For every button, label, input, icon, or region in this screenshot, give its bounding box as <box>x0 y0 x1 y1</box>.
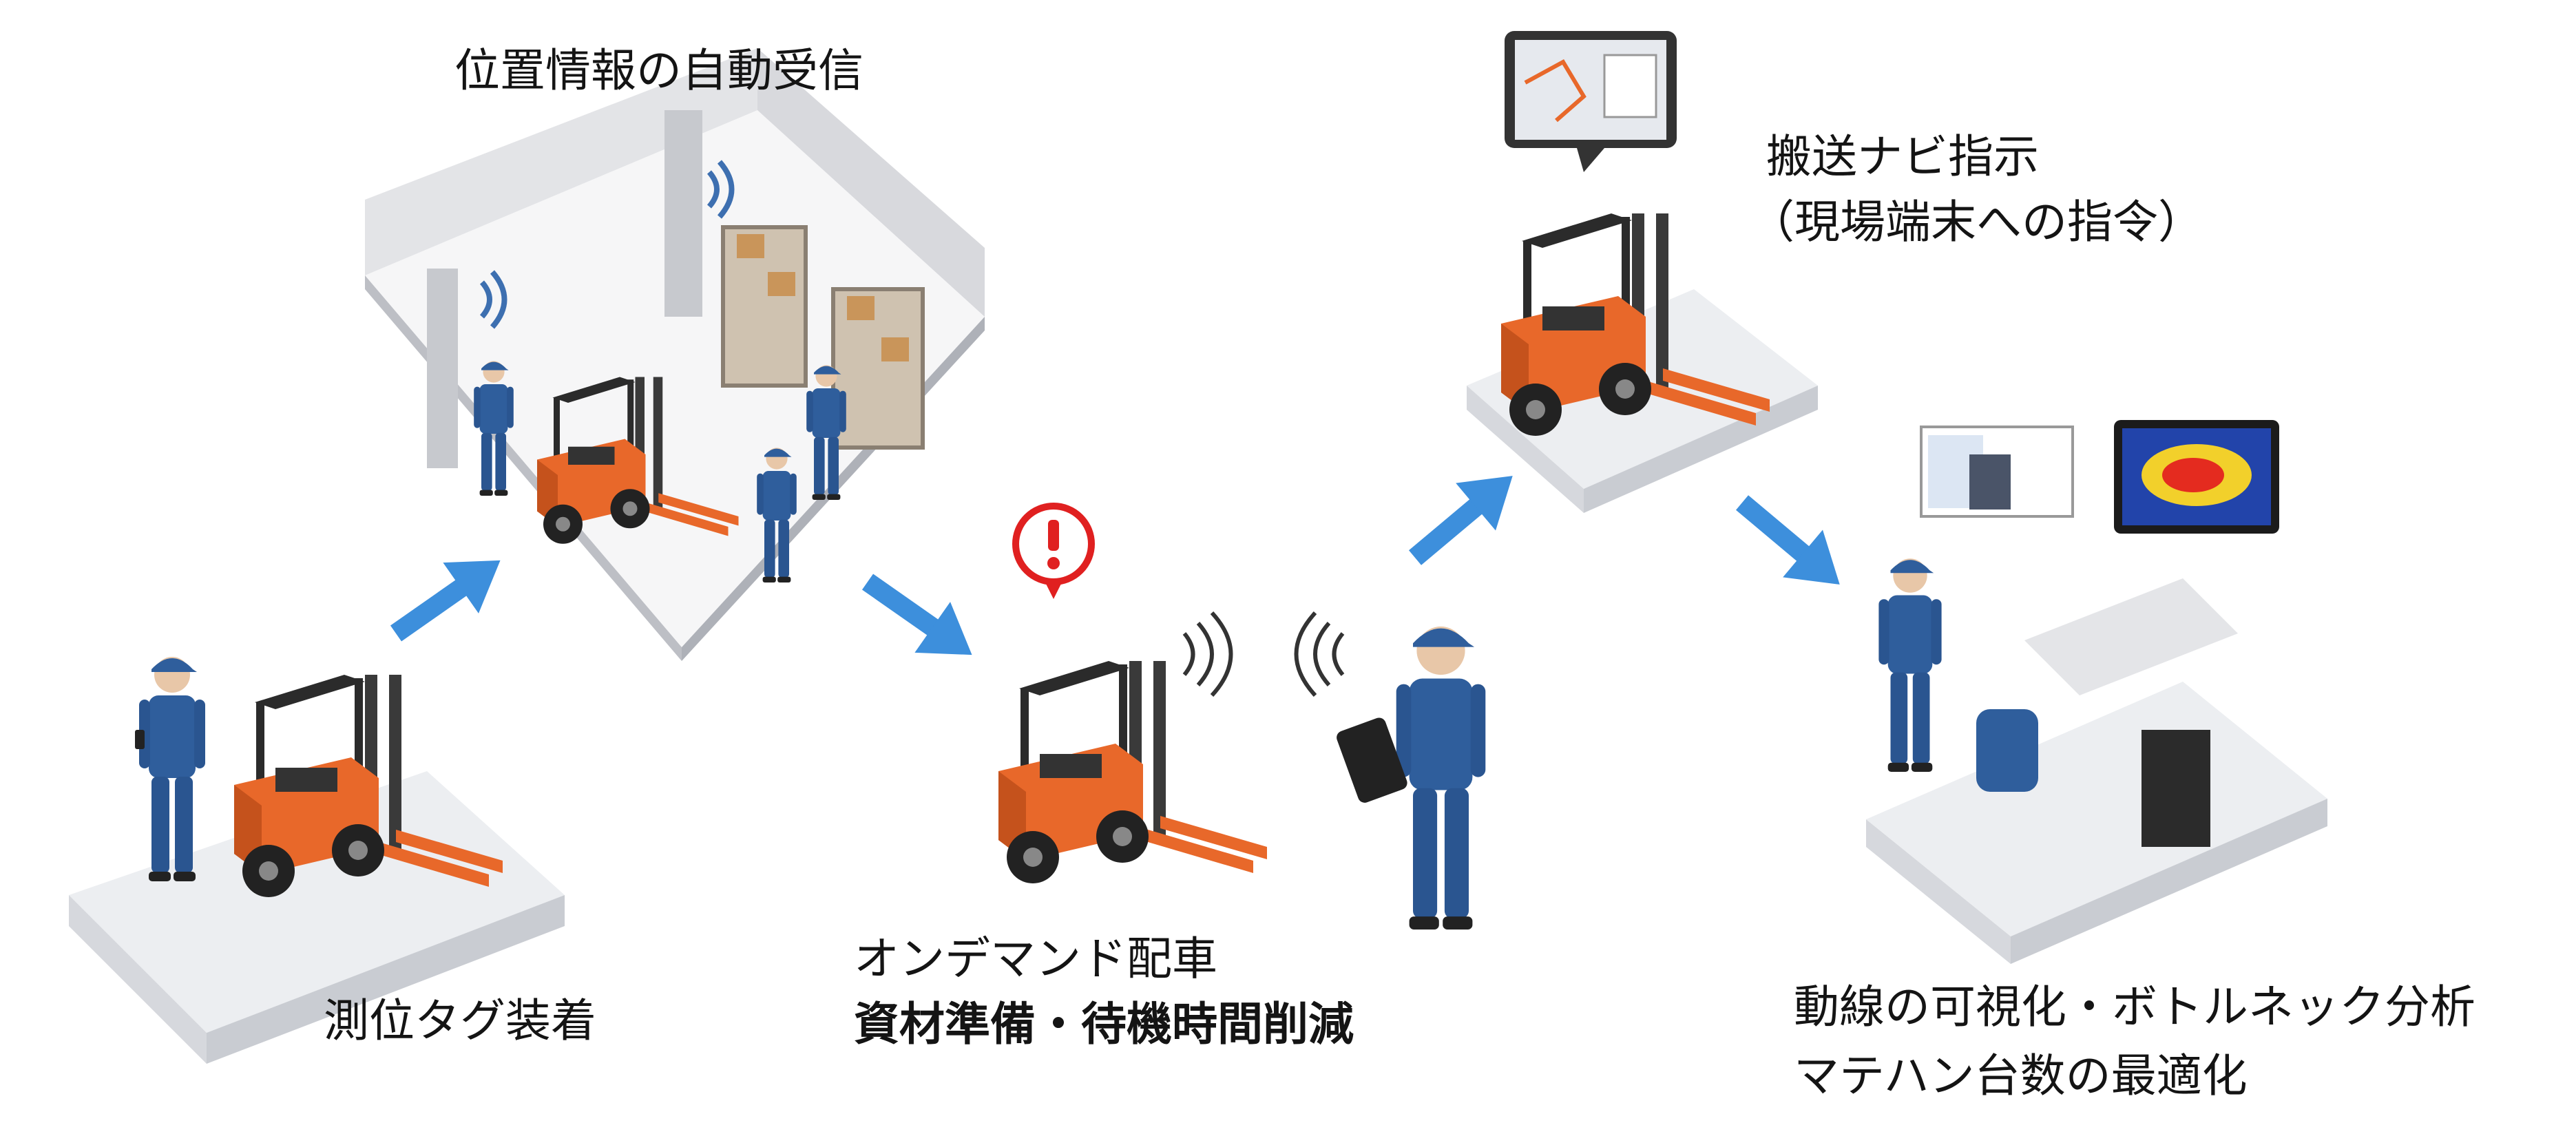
flow-arrow-icon <box>1395 452 1533 582</box>
analyst-person <box>1878 558 1942 772</box>
on-demand-scene <box>998 503 1486 930</box>
tag-device-icon <box>135 730 145 749</box>
warehouse-floor <box>365 110 985 647</box>
flow-arrow-icon <box>378 535 519 659</box>
tag-equip-caption: 測位タグ装着 <box>324 994 596 1047</box>
flow-arrow-icon <box>850 556 990 680</box>
tablet-icon <box>1337 717 1407 803</box>
navi-caption-2: （現場端末への指令） <box>1749 196 2203 249</box>
visual-caption-1: 動線の可視化・ボトルネック分析 <box>1794 980 2475 1033</box>
platform-visual <box>1866 682 2327 936</box>
warehouse-scene <box>365 48 985 661</box>
visualization-scene <box>1866 420 2327 964</box>
warehouse-wall-left <box>365 48 757 275</box>
wireless-signal-icon <box>1182 611 1233 697</box>
auto-receive-title: 位置情報の自動受信 <box>454 44 863 97</box>
flow-arrow-icon <box>1722 479 1860 609</box>
navi-caption-1: 搬送ナビ指示 <box>1766 130 2039 183</box>
on-demand-caption: オンデマンド配車 <box>854 932 1217 985</box>
visual-caption-2: マテハン台数の最適化 <box>1794 1049 2248 1102</box>
platform-tag <box>69 771 565 1033</box>
worker-tag <box>139 657 205 881</box>
forklift-on-demand <box>998 661 1267 883</box>
reduce-caption: 資材準備・待機時間削減 <box>854 998 1354 1051</box>
navi-scene <box>1467 31 1818 513</box>
tag-equip-scene <box>69 657 565 1064</box>
wireless-signal-icon <box>479 270 507 329</box>
worker-tablet <box>1396 626 1486 930</box>
warehouse-wall-right <box>757 48 985 317</box>
